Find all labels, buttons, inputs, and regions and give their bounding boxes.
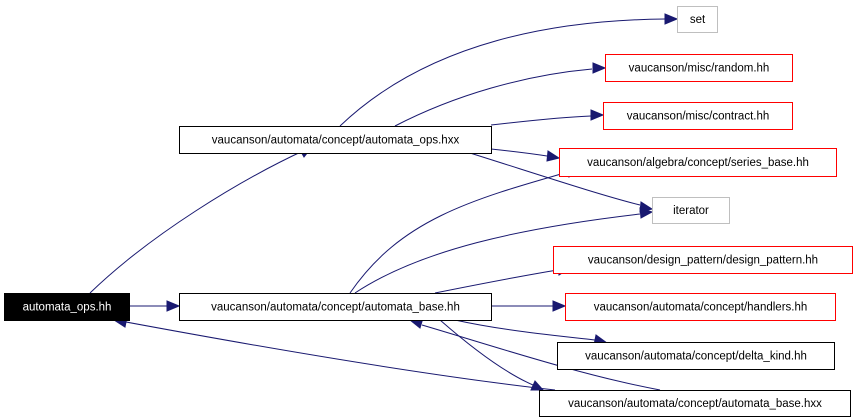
- node-box: [539, 390, 851, 417]
- edge-automata_base_hh-to-iterator: [354, 207, 654, 294]
- edge-automata_ops_hh-to-automata_base_hh: [129, 300, 181, 312]
- node-automata-base-hxx[interactable]: vaucanson/automata/concept/automata_base…: [539, 390, 851, 417]
- node-box: [557, 342, 835, 370]
- nodes-layer: automata_ops.hh vaucanson/automata/concep…: [4, 6, 853, 417]
- edge-line: [434, 269, 559, 294]
- node-label: vaucanson/design_pattern/design_pattern.…: [588, 255, 818, 267]
- node-label: vaucanson/automata/concept/automata_base…: [211, 302, 460, 314]
- edge-line: [125, 321, 556, 391]
- node-label: set: [690, 14, 706, 26]
- edge-line: [439, 319, 534, 386]
- edge-line: [339, 18, 666, 127]
- node-handlers-hh[interactable]: vaucanson/automata/concept/handlers.hh: [565, 293, 836, 321]
- node-box: [677, 6, 718, 33]
- edge-line: [490, 148, 548, 157]
- edges-layer: [89, 13, 679, 391]
- edge-arrowhead: [552, 300, 567, 312]
- edge-automata_ops_hh-to-automata_ops_hxx: [89, 146, 314, 294]
- edge-automata_base_hh-to-handlers_hh: [491, 300, 567, 312]
- node-box: [565, 293, 836, 321]
- node-label: vaucanson/automata/concept/automata_base…: [568, 398, 822, 410]
- node-box: [559, 148, 837, 177]
- node-contract-hh[interactable]: vaucanson/misc/contract.hh: [603, 102, 793, 130]
- edge-automata_ops_hxx-to-random_hh: [394, 62, 607, 127]
- node-automata-base-hh[interactable]: vaucanson/automata/concept/automata_base…: [179, 293, 492, 321]
- edge-line: [469, 152, 641, 206]
- node-label: automata_ops.hh: [23, 302, 112, 314]
- edge-automata_base_hh-to-design_pattern_hh: [434, 264, 572, 294]
- node-label: vaucanson/automata/concept/delta_kind.hh: [585, 351, 807, 363]
- edge-line: [454, 319, 596, 341]
- edge-automata_ops_hxx-to-series_base_hh: [490, 148, 561, 162]
- node-box: [603, 102, 793, 130]
- edge-arrowhead: [592, 62, 607, 74]
- node-label: iterator: [673, 205, 709, 217]
- edge-line: [354, 213, 641, 294]
- edge-line: [394, 68, 593, 127]
- edge-automata_base_hh-to-automata_base_hxx: [439, 319, 545, 391]
- edge-arrowhead: [639, 207, 654, 219]
- edge-arrowhead: [664, 13, 679, 25]
- node-box: [605, 54, 793, 82]
- node-box: [4, 293, 130, 321]
- edge-line: [490, 115, 592, 126]
- node-random-hh[interactable]: vaucanson/misc/random.hh: [605, 54, 793, 82]
- node-series-base-hh[interactable]: vaucanson/algebra/concept/series_base.hh: [559, 148, 837, 177]
- node-label: vaucanson/misc/contract.hh: [627, 111, 770, 123]
- edge-arrowhead: [166, 300, 181, 312]
- edge-line: [421, 324, 661, 391]
- node-box: [179, 126, 492, 154]
- node-label: vaucanson/algebra/concept/series_base.hh: [587, 157, 809, 169]
- edge-line: [89, 149, 306, 294]
- edge-automata_ops_hxx-to-set: [339, 13, 679, 127]
- node-iterator[interactable]: iterator: [652, 197, 730, 224]
- node-box: [553, 246, 853, 274]
- edge-arrowhead: [590, 109, 605, 121]
- edge-automata_base_hh-to-series_base_hh: [349, 166, 582, 294]
- edge-line: [349, 171, 569, 294]
- node-automata-ops-hh[interactable]: automata_ops.hh: [4, 293, 130, 321]
- node-box: [179, 293, 492, 321]
- node-label: vaucanson/misc/random.hh: [629, 63, 770, 75]
- node-design-pattern-hh[interactable]: vaucanson/design_pattern/design_pattern.…: [553, 246, 853, 274]
- node-set[interactable]: set: [677, 6, 718, 33]
- edge-arrowhead: [546, 150, 561, 162]
- node-label: vaucanson/automata/concept/handlers.hh: [594, 302, 808, 314]
- node-label: vaucanson/automata/concept/automata_ops.…: [212, 135, 460, 147]
- node-delta-kind-hh[interactable]: vaucanson/automata/concept/delta_kind.hh: [557, 342, 835, 370]
- edge-automata_base_hxx-to-automata_ops_hh: [112, 316, 556, 391]
- edge-automata_base_hh-to-delta_kind_hh: [454, 319, 609, 346]
- node-box: [652, 197, 730, 224]
- edge-automata_ops_hxx-to-contract_hh: [490, 109, 605, 126]
- node-automata-ops-hxx[interactable]: vaucanson/automata/concept/automata_ops.…: [179, 126, 492, 154]
